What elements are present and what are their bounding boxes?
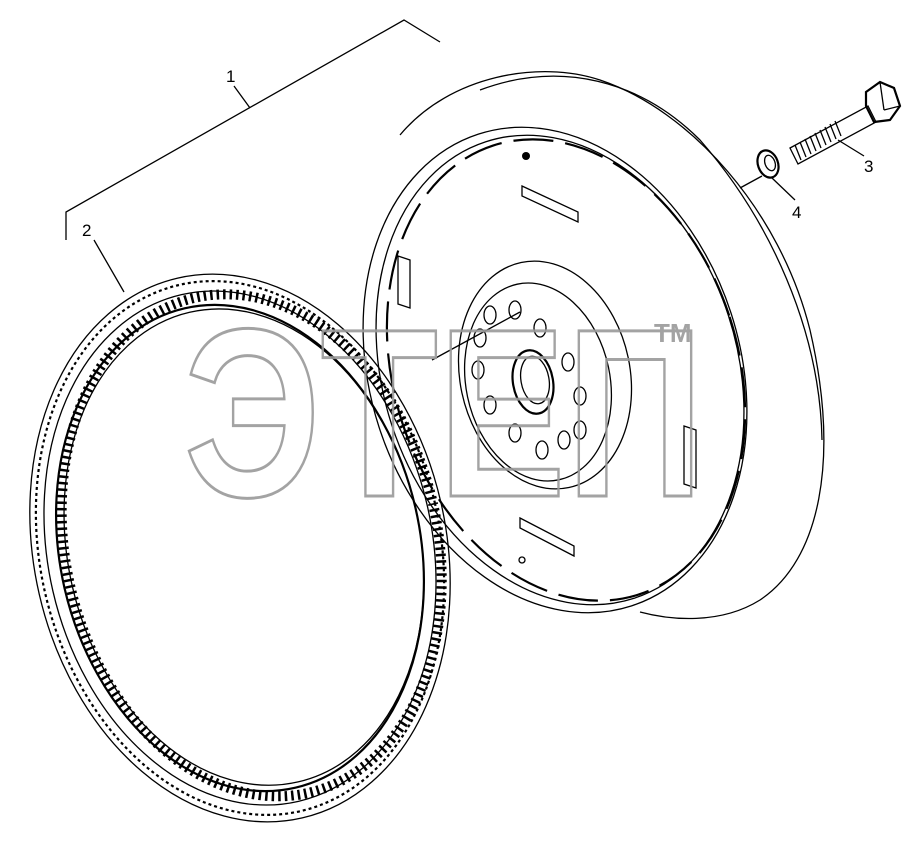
face-slots [397,184,697,558]
watermark: ЭТЕП TM [183,278,706,549]
callout-4: 4 [792,203,801,222]
callout-1: 1 [226,67,235,86]
washer [756,149,780,179]
dowel-dot [518,556,526,564]
flywheel-body [362,71,825,620]
callout-3: 3 [864,157,873,176]
watermark-tm: TM [654,318,692,348]
watermark-text: ЭТЕП [184,279,704,547]
assembly-bracket [65,19,441,240]
bolt [789,80,902,165]
ring-gear [29,273,451,823]
bolt-holes [471,300,587,460]
callout-2: 2 [82,221,91,240]
dowel-dot [522,152,530,160]
callout-4-leader [771,177,796,201]
callout-2-leader [93,239,125,293]
callout-3-leader [837,139,865,157]
